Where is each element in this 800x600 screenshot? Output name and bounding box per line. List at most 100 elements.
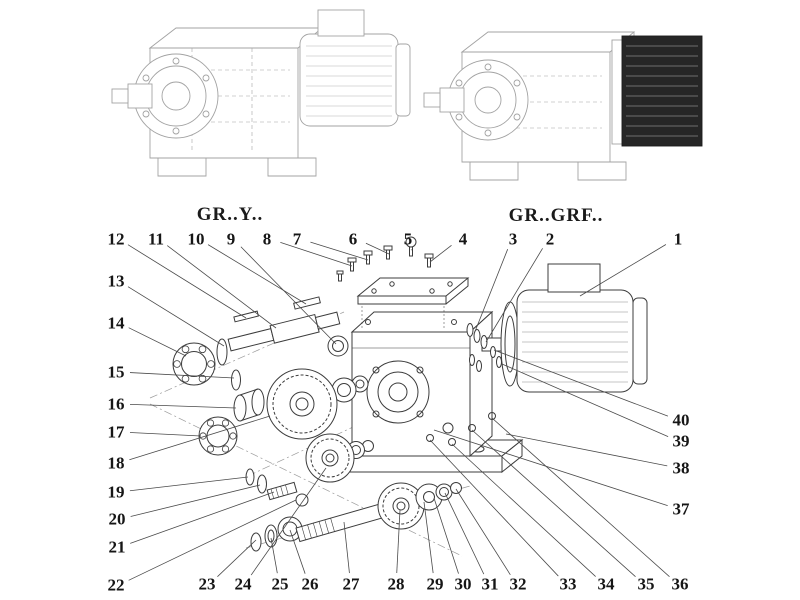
callout-number-39: 39 — [673, 432, 690, 451]
bearing-14-outer — [172, 342, 216, 386]
callout-number-30: 30 — [455, 575, 472, 594]
leader-line-2 — [485, 248, 543, 343]
flange-bolts — [455, 63, 521, 137]
leader-line-16 — [129, 403, 237, 409]
output-shaft-end — [111, 88, 129, 104]
gear-24-hub — [321, 449, 339, 467]
gear-18-bore — [295, 397, 309, 411]
leader-line-28 — [396, 509, 401, 574]
flange-bolts — [142, 57, 210, 135]
bearing-14-rollers — [173, 345, 215, 383]
cover-bolt-8 — [347, 257, 357, 272]
callout-number-13: 13 — [108, 272, 125, 291]
cover-bolt-holes — [371, 281, 453, 294]
retaining-ring-15 — [231, 369, 241, 391]
washer-3 — [466, 323, 474, 337]
washer-39 — [476, 360, 482, 372]
motor-fasteners — [466, 323, 502, 372]
motor-assembly — [481, 263, 648, 393]
front-flange-hub — [161, 81, 191, 111]
callout-number-9: 9 — [227, 230, 236, 249]
housing-front-face — [351, 331, 471, 457]
output-shaft-assembly — [250, 482, 462, 552]
motor-terminal-box — [317, 9, 365, 37]
callout-number-5: 5 — [404, 230, 413, 249]
housing-bore-mid — [377, 371, 419, 413]
primary-gear-18 — [266, 368, 369, 440]
output-shaft-step — [127, 83, 153, 109]
callout-number-2: 2 — [546, 230, 555, 249]
output-shaft-end — [423, 92, 441, 108]
bushing-16 — [233, 388, 265, 422]
small-parts-19-22 — [245, 468, 309, 507]
housing-cover-and-bolts — [336, 236, 470, 330]
washer-40 — [469, 354, 475, 366]
callout-number-19: 19 — [108, 483, 125, 502]
callout-number-12: 12 — [108, 230, 125, 249]
washer-23 — [250, 532, 262, 552]
washer-20 — [257, 474, 267, 494]
washer-2 — [480, 335, 488, 349]
motor-end-cap — [632, 297, 648, 385]
motor-terminal-box — [547, 263, 601, 293]
leader-line-21 — [130, 491, 275, 544]
output-shaft-step — [439, 87, 465, 113]
callout-number-3: 3 — [509, 230, 518, 249]
callout-number-18: 18 — [108, 454, 125, 473]
callout-number-26: 26 — [302, 575, 319, 594]
leader-line-23 — [217, 539, 257, 577]
callout-number-25: 25 — [272, 575, 289, 594]
callout-number-35: 35 — [638, 575, 655, 594]
callout-number-33: 33 — [560, 575, 577, 594]
motor-end-cap — [395, 43, 411, 117]
gear-24-teeth — [310, 438, 350, 478]
leader-line-38 — [505, 433, 668, 467]
leader-line-25 — [270, 537, 278, 574]
housing-face-bolts — [372, 366, 424, 418]
eye-bolt-5 — [405, 236, 417, 257]
output-shaft-27 — [295, 499, 399, 543]
foot-left — [469, 161, 519, 181]
leader-line-24 — [250, 467, 327, 576]
leader-line-27 — [343, 521, 350, 574]
input-shaft — [227, 311, 341, 352]
leader-line-7 — [310, 241, 369, 261]
callout-number-21: 21 — [109, 538, 126, 557]
gear-18-rim — [266, 368, 338, 440]
callout-number-36: 36 — [672, 575, 689, 594]
inspection-cover-edge — [357, 278, 469, 305]
leader-line-37 — [433, 429, 668, 507]
motor-body — [299, 33, 399, 127]
motor-fins — [522, 301, 628, 383]
callout-number-15: 15 — [108, 363, 125, 382]
callout-number-8: 8 — [263, 230, 272, 249]
vent-plug — [336, 270, 344, 282]
leader-line-8 — [280, 241, 353, 267]
variant-label-gr-y: GR..Y.. — [197, 204, 263, 225]
assembled-view-gr-grf — [423, 31, 703, 181]
gear-18-hub — [289, 391, 315, 417]
assembled-view-gr-y — [111, 9, 411, 177]
leader-line-10 — [207, 244, 307, 305]
callout-number-22: 22 — [108, 576, 125, 595]
callout-number-34: 34 — [598, 575, 616, 594]
leader-line-22 — [128, 499, 297, 581]
leader-line-33 — [429, 439, 559, 577]
fan-flange-plate — [611, 39, 623, 145]
callout-number-23: 23 — [199, 575, 216, 594]
gear-18-teeth — [272, 374, 332, 434]
motor-body — [516, 289, 634, 393]
callout-number-24: 24 — [235, 575, 253, 594]
housing-bore-outer — [366, 360, 430, 424]
bearing-9-inner — [332, 340, 344, 352]
output-gear-28 — [377, 482, 425, 530]
callout-number-7: 7 — [293, 230, 302, 249]
callout-number-6: 6 — [349, 230, 358, 249]
leader-line-14 — [128, 327, 187, 357]
motor-fins — [306, 45, 392, 117]
top-bolt-hole-right — [451, 319, 457, 325]
callout-number-1: 1 — [674, 230, 683, 249]
foot-left — [157, 157, 207, 177]
leader-line-15 — [129, 372, 235, 379]
